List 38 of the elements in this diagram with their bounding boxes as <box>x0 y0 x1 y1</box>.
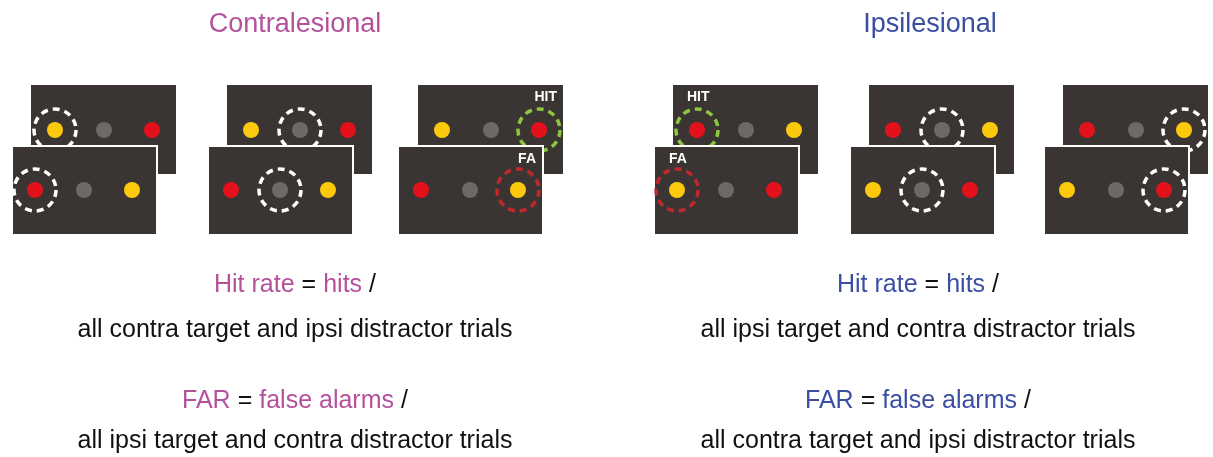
display-screen <box>31 85 176 145</box>
formula-operator: / <box>1024 384 1031 414</box>
heading: Ipsilesional <box>863 8 997 38</box>
formula-term: hits <box>946 268 986 298</box>
display-screen <box>653 145 800 236</box>
formula-operator: = <box>924 268 940 298</box>
display-screen <box>1063 85 1208 145</box>
heading: Contralesional <box>208 8 382 38</box>
formula-term: Hit rate <box>836 268 918 298</box>
formula-term: hits <box>323 268 363 298</box>
display-screen <box>397 145 544 236</box>
formula-operator: = <box>860 384 876 414</box>
display-screen <box>869 85 1014 145</box>
display-screen <box>849 145 996 236</box>
formula-operator: = <box>237 384 253 414</box>
formula-term: false alarms <box>259 384 394 414</box>
formula-operator: / <box>401 384 408 414</box>
display-screen <box>11 145 158 236</box>
formula-text: all ipsi target and contra distractor trials <box>77 424 513 454</box>
display-screen <box>207 145 354 236</box>
formula-text: all ipsi target and contra distractor trials <box>700 313 1136 343</box>
formula-term: false alarms <box>882 384 1017 414</box>
outcome-label: HIT <box>534 89 557 103</box>
formula-text: all contra target and ipsi distractor trials <box>77 313 513 343</box>
outcome-label: FA <box>518 151 536 165</box>
outcome-label: FA <box>669 151 687 165</box>
display-screen <box>418 85 563 145</box>
outcome-label: HIT <box>687 89 710 103</box>
display-screen <box>227 85 372 145</box>
formula-term: FAR <box>182 384 231 414</box>
formula-text: all contra target and ipsi distractor trials <box>700 424 1136 454</box>
display-screen <box>673 85 818 145</box>
formula-term: Hit rate <box>213 268 295 298</box>
formula-term: FAR <box>805 384 854 414</box>
display-screen <box>1043 145 1190 236</box>
formula-operator: = <box>301 268 317 298</box>
formula-operator: / <box>369 268 377 298</box>
formula-operator: / <box>992 268 1000 298</box>
